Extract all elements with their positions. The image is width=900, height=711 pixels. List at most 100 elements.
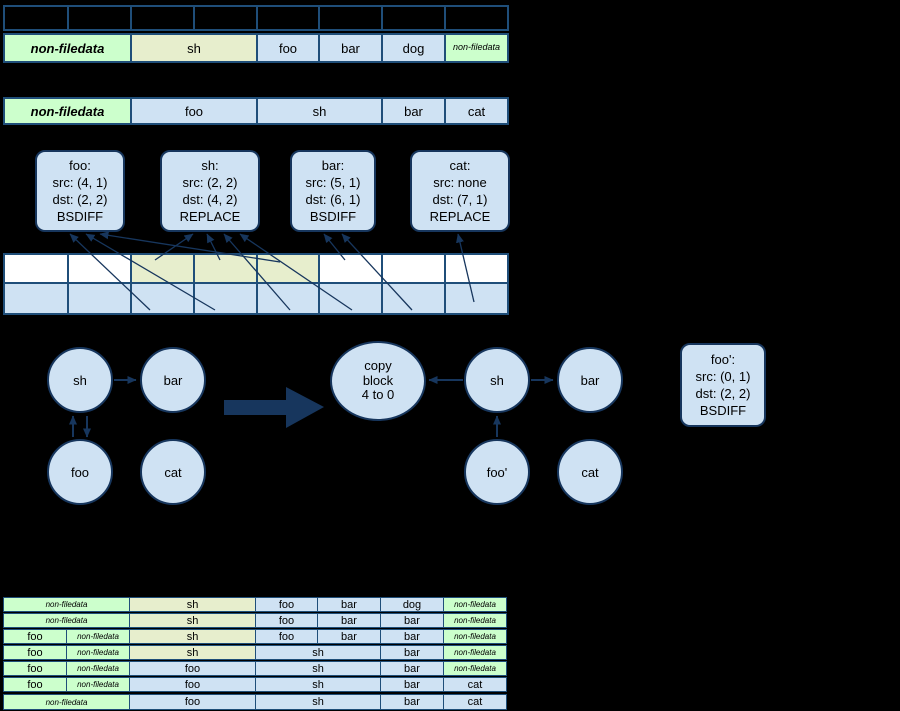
block-cell: foo bbox=[255, 598, 317, 611]
op-line: src: (0, 1) bbox=[695, 368, 751, 384]
block-cell: bar bbox=[381, 99, 444, 123]
block-cell: foo bbox=[4, 678, 66, 691]
block-cell: sh bbox=[130, 35, 256, 61]
block-cell: dog bbox=[380, 598, 443, 611]
op-line: src: (5, 1) bbox=[305, 174, 361, 190]
block-cell bbox=[5, 7, 67, 29]
block-cell: bar bbox=[380, 646, 443, 659]
block-cell bbox=[444, 284, 507, 313]
graph-node-cat: cat bbox=[140, 439, 206, 505]
block-cell bbox=[67, 255, 130, 282]
block-cell bbox=[67, 284, 130, 313]
graph-node-sh: sh bbox=[47, 347, 113, 413]
block-cell: non-filedata bbox=[4, 598, 129, 611]
block-cell: bar bbox=[317, 614, 380, 627]
block-cell bbox=[256, 7, 318, 29]
block-cell: foo bbox=[130, 99, 256, 123]
block-cell bbox=[256, 284, 318, 313]
op-line: src: none bbox=[433, 174, 487, 190]
block-cell bbox=[193, 7, 256, 29]
block-cell: dog bbox=[381, 35, 444, 61]
block-cell: bar bbox=[380, 678, 443, 691]
graph-node-cat-2: cat bbox=[557, 439, 623, 505]
block-cell: sh bbox=[129, 630, 255, 643]
block-cell: non-filedata bbox=[5, 35, 130, 61]
block-cell: non-filedata bbox=[5, 99, 130, 123]
block-cell: foo bbox=[129, 695, 255, 709]
block-cell: foo bbox=[255, 614, 317, 627]
block-cell: foo bbox=[129, 678, 255, 691]
block-cell bbox=[130, 7, 193, 29]
block-cell bbox=[5, 284, 67, 313]
op-line: dst: (6, 1) bbox=[305, 192, 361, 207]
block-cell: non-filedata bbox=[444, 35, 507, 61]
graph-node-sh-2: sh bbox=[464, 347, 530, 413]
op-line: cat: bbox=[449, 157, 471, 173]
block-cell: foo bbox=[4, 630, 66, 643]
block-cell: bar bbox=[317, 630, 380, 643]
block-cell: non-filedata bbox=[443, 646, 506, 659]
graph-node-bar-2: bar bbox=[557, 347, 623, 413]
block-cell bbox=[67, 7, 130, 29]
block-cell bbox=[381, 255, 444, 282]
block-cell: sh bbox=[255, 695, 380, 709]
src-blocks-row bbox=[3, 253, 509, 284]
block-cell: bar bbox=[318, 35, 381, 61]
op-line: sh: bbox=[201, 157, 219, 173]
block-cell: non-filedata bbox=[443, 662, 506, 675]
dst-blocks-row bbox=[3, 282, 509, 315]
block-cell: non-filedata bbox=[443, 630, 506, 643]
block-cell: foo bbox=[129, 662, 255, 675]
op-line: foo: bbox=[69, 157, 91, 173]
block-cell bbox=[5, 255, 67, 282]
block-cell: bar bbox=[380, 630, 443, 643]
op-line: src: (4, 1) bbox=[52, 174, 108, 190]
block-cell: non-filedata bbox=[66, 678, 129, 691]
old-fs-block-header bbox=[3, 5, 509, 31]
block-cell: foo bbox=[4, 646, 66, 659]
op-line: BSDIFF bbox=[699, 403, 747, 419]
op-box-bar: bar: src: (5, 1) dst: (6, 1) BSDIFF bbox=[290, 150, 376, 232]
block-cell: sh bbox=[255, 662, 380, 675]
block-cell: non-filedata bbox=[4, 614, 129, 627]
graph-node-label: cat bbox=[581, 464, 599, 480]
graph-node-copy-block: copy block 4 to 0 bbox=[330, 341, 426, 421]
block-cell: non-filedata bbox=[66, 662, 129, 675]
block-cell bbox=[256, 255, 318, 282]
block-cell bbox=[381, 284, 444, 313]
op-box-sh: sh: src: (2, 2) dst: (4, 2) REPLACE bbox=[160, 150, 260, 232]
block-cell bbox=[381, 7, 444, 29]
block-cell: non-filedata bbox=[66, 630, 129, 643]
op-box-foo-prime: foo': src: (0, 1) dst: (2, 2) BSDIFF bbox=[680, 343, 766, 427]
block-cell: bar bbox=[380, 662, 443, 675]
block-cell: sh bbox=[129, 646, 255, 659]
op-line: src: (2, 2) bbox=[182, 174, 238, 190]
block-cell: cat bbox=[443, 678, 506, 691]
block-cell bbox=[318, 7, 381, 29]
graph-node-label: 4 to 0 bbox=[361, 387, 395, 403]
block-cell bbox=[444, 7, 507, 29]
block-cell: bar bbox=[317, 598, 380, 611]
graph-node-label: copy bbox=[364, 357, 392, 373]
graph-node-bar: bar bbox=[140, 347, 206, 413]
op-box-foo: foo: src: (4, 1) dst: (2, 2) BSDIFF bbox=[35, 150, 125, 232]
graph-node-label: block bbox=[362, 372, 394, 388]
block-cell: sh bbox=[255, 646, 380, 659]
block-cell: non-filedata bbox=[443, 614, 506, 627]
block-cell bbox=[130, 255, 193, 282]
graph-node-label: foo bbox=[70, 464, 90, 480]
graph-node-label: foo' bbox=[486, 464, 508, 480]
block-cell: sh bbox=[256, 99, 381, 123]
block-cell bbox=[193, 284, 256, 313]
op-line: bar: bbox=[321, 157, 345, 173]
block-cell bbox=[193, 255, 256, 282]
op-line: BSDIFF bbox=[309, 209, 357, 225]
block-cell: non-filedata bbox=[66, 646, 129, 659]
